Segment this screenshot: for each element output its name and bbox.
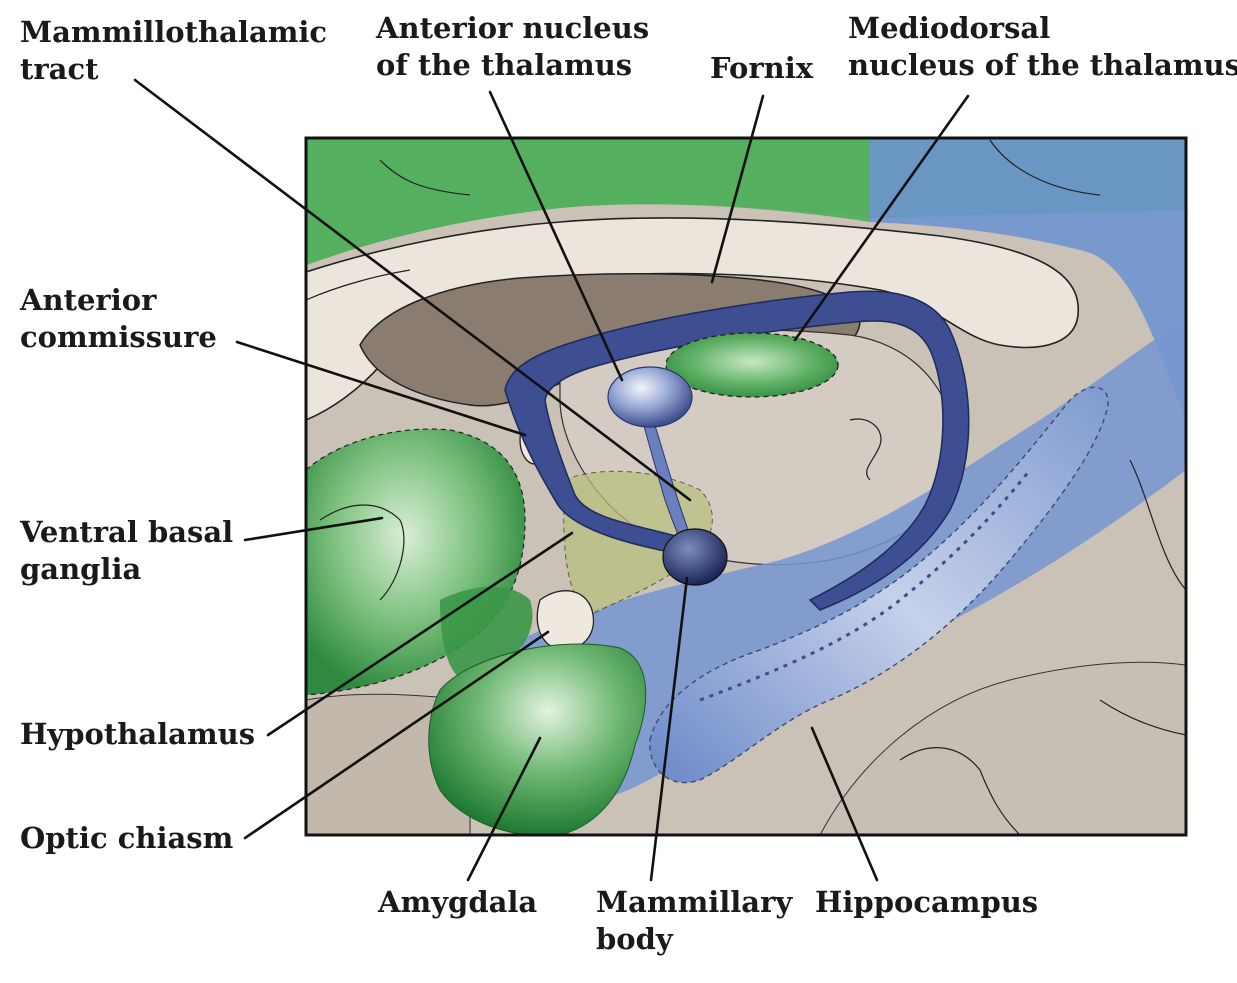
label-mammillary-body: Mammillary body: [596, 884, 792, 958]
sulcus-lines: [306, 139, 1186, 835]
leader-anterior-nucleus: [488, 90, 624, 382]
label-mammillothalamic-tract: Mammillothalamic tract: [20, 14, 327, 88]
label-line: Mammillary: [596, 885, 793, 919]
posterior-cortex-blue: [870, 138, 1186, 420]
leader-anterior-commissure: [235, 340, 527, 437]
label-line: Mammillothalamic: [20, 15, 328, 49]
label-line: Anterior nucleus: [376, 11, 650, 45]
leader-optic-chiasm: [243, 630, 550, 840]
leader-lines: [133, 78, 970, 882]
parahippocampal-band: [520, 320, 1186, 800]
label-line: Mediodorsal: [848, 11, 1051, 45]
leader-hypothalamus: [266, 531, 574, 737]
leader-mammillary-body: [649, 576, 689, 882]
label-line: nucleus of the thalamus: [848, 48, 1237, 82]
label-line: Hippocampus: [815, 885, 1039, 919]
label-line: Amygdala: [378, 885, 538, 919]
label-line: Anterior: [20, 283, 157, 317]
label-line: Optic chiasm: [20, 821, 234, 855]
label-optic-chiasm: Optic chiasm: [20, 820, 233, 857]
label-line: commissure: [20, 320, 217, 354]
label-line: Fornix: [710, 51, 814, 85]
cingulate-gyrus-green: [306, 138, 880, 265]
label-line: Ventral basal: [20, 515, 234, 549]
cerebellum-region: [819, 661, 1186, 835]
label-anterior-nucleus: Anterior nucleus of the thalamus: [376, 10, 649, 84]
label-line: tract: [20, 52, 99, 86]
mammillary-body: [662, 528, 728, 586]
hippocampus-dentate: [699, 469, 1032, 702]
fornix: [504, 290, 970, 611]
leader-ventral-basal-ganglia: [243, 516, 384, 542]
label-hypothalamus: Hypothalamus: [20, 716, 255, 753]
leader-amygdala: [466, 736, 542, 882]
label-line: Hypothalamus: [20, 717, 256, 751]
label-amygdala: Amygdala: [378, 884, 537, 921]
mediodorsal-nucleus: [665, 332, 839, 398]
label-ventral-basal-ganglia: Ventral basal ganglia: [20, 514, 233, 588]
label-hippocampus: Hippocampus: [815, 884, 1038, 921]
label-line: body: [596, 922, 673, 956]
amygdala: [428, 643, 647, 835]
leader-mediodorsal-nucleus: [793, 94, 970, 342]
hippocampus: [649, 386, 1109, 784]
label-mediodorsal-nucleus: Mediodorsal nucleus of the thalamus: [848, 10, 1237, 84]
anterior-nucleus: [607, 366, 693, 428]
label-anterior-commissure: Anterior commissure: [20, 282, 217, 356]
label-fornix: Fornix: [710, 50, 813, 87]
label-line: of the thalamus: [376, 48, 633, 82]
optic-chiasm: [536, 590, 594, 651]
panel-frame: [304, 136, 1188, 837]
brain-panel: [306, 138, 1186, 835]
label-line: ganglia: [20, 552, 142, 586]
leader-hippocampus: [810, 726, 879, 882]
leader-mammillothalamic-tract: [133, 78, 692, 502]
leader-fornix: [710, 94, 765, 284]
